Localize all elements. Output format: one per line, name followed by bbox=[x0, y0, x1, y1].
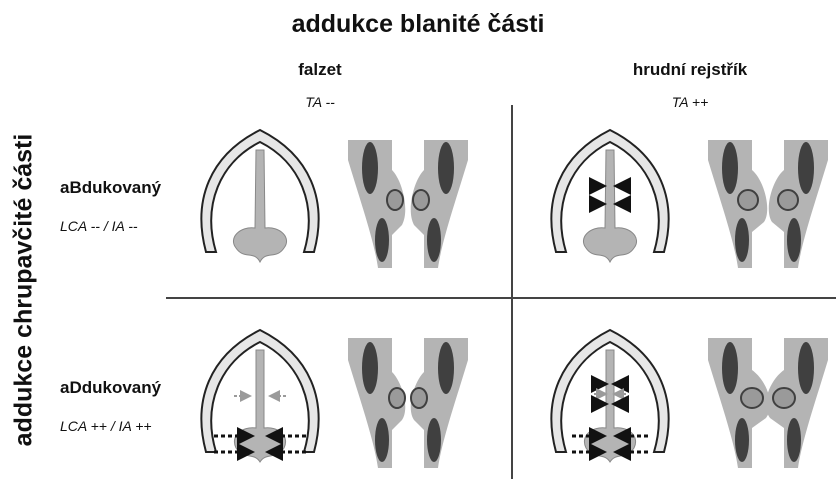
left-muscle-lower bbox=[735, 218, 749, 262]
coronal-section-abducted-chest bbox=[708, 140, 828, 268]
left-muscle-upper bbox=[722, 342, 738, 394]
right-muscle-upper bbox=[438, 342, 454, 394]
right-muscle-lower bbox=[427, 418, 441, 462]
right-vocal-muscle bbox=[411, 388, 427, 408]
right-muscle-upper bbox=[438, 142, 454, 194]
larynx-panel-abducted-chest bbox=[551, 130, 668, 262]
left-muscle-lower bbox=[375, 218, 389, 262]
left-vocal-muscle bbox=[389, 388, 405, 408]
vocal-folds bbox=[584, 350, 635, 462]
left-vocal-muscle bbox=[387, 190, 403, 210]
right-muscle-lower bbox=[787, 418, 801, 462]
left-vocal-muscle bbox=[738, 190, 758, 210]
vocal-folds bbox=[234, 350, 285, 462]
right-muscle-upper bbox=[798, 342, 814, 394]
right-muscle-lower bbox=[787, 218, 801, 262]
larynx-panel-adducted-chest bbox=[551, 330, 668, 462]
left-vocal-muscle bbox=[741, 388, 763, 408]
coronal-section-adducted-falzet bbox=[348, 338, 468, 468]
left-muscle-upper bbox=[362, 142, 378, 194]
right-vocal-muscle bbox=[773, 388, 795, 408]
vocal-folds bbox=[583, 150, 636, 262]
left-muscle-lower bbox=[375, 418, 389, 462]
left-muscle-lower bbox=[735, 418, 749, 462]
left-muscle-upper bbox=[362, 342, 378, 394]
right-muscle-lower bbox=[427, 218, 441, 262]
right-vocal-muscle bbox=[778, 190, 798, 210]
right-muscle-upper bbox=[798, 142, 814, 194]
vocal-folds bbox=[233, 150, 286, 262]
coronal-section-adducted-chest bbox=[708, 338, 828, 468]
larynx-panel-abducted-falzet bbox=[201, 130, 318, 262]
left-muscle-upper bbox=[722, 142, 738, 194]
right-vocal-muscle bbox=[413, 190, 429, 210]
larynx-panel-adducted-falzet bbox=[201, 330, 318, 462]
coronal-section-abducted-falzet bbox=[348, 140, 468, 268]
